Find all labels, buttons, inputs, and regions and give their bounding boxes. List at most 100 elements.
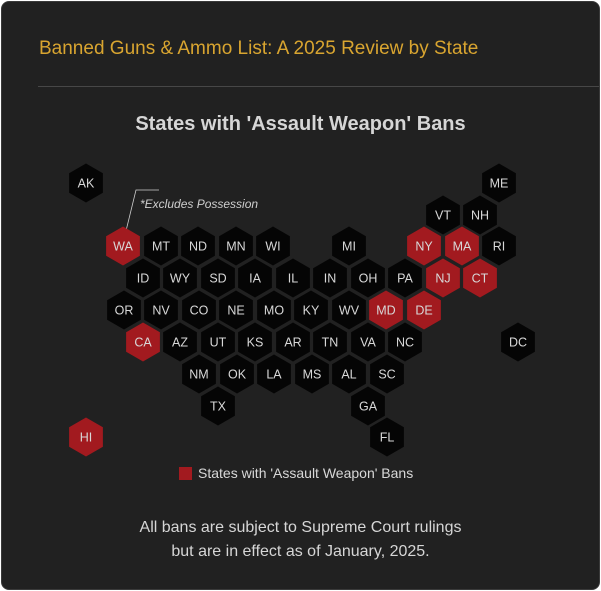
state-label: VT [435,209,451,223]
state-hex [106,226,140,266]
state-label: DE [415,304,432,318]
state-label: TX [210,400,227,414]
state-hex [313,322,347,362]
state-label: NM [189,368,208,382]
state-tile-mt: MT [144,226,178,266]
state-tile-ne: NE [219,290,253,330]
state-tile-mo: MO [257,290,291,330]
state-tile-ms: MS [295,354,329,394]
state-hex [351,322,385,362]
state-label: OH [359,272,378,286]
state-hex [332,226,366,266]
state-hex [388,322,422,362]
state-tile-ak: AK [69,163,103,203]
state-hex [276,258,310,298]
state-hex [182,290,216,330]
footer-note: All bans are subject to Supreme Court ru… [2,516,599,564]
state-hex [220,354,254,394]
legend-swatch [179,466,192,480]
state-hex [107,290,141,330]
state-hex [369,290,403,330]
state-hex [201,258,235,298]
state-hex [445,226,479,266]
state-hex [163,322,197,362]
state-tile-tx: TX [201,386,235,426]
state-label: MO [264,304,284,318]
state-tile-me: ME [482,163,516,203]
footer-line-1: All bans are subject to Supreme Court ru… [139,519,462,536]
state-label: NY [415,240,433,254]
state-hex [219,226,253,266]
state-label: NJ [435,272,450,286]
state-tile-nh: NH [463,195,497,235]
state-label: MD [376,304,395,318]
state-label: CT [472,272,489,286]
state-hex [201,386,235,426]
state-hex [351,386,385,426]
footer-line-2: but are in effect as of January, 2025. [171,543,430,560]
state-label: NE [227,304,244,318]
state-label: IL [288,272,298,286]
state-tile-il: IL [276,258,310,298]
state-hex [69,417,103,457]
state-tile-co: CO [182,290,216,330]
state-label: PA [397,272,413,286]
state-label: RI [493,240,506,254]
state-hex [201,322,235,362]
state-tile-or: OR [107,290,141,330]
state-label: CA [134,336,152,350]
state-tile-ar: AR [276,322,310,362]
state-hex [351,258,385,298]
state-tile-wy: WY [163,258,197,298]
state-tile-hi: HI [69,417,103,457]
state-hex [219,290,253,330]
state-tile-wv: WV [332,290,366,330]
state-tile-oh: OH [351,258,385,298]
state-tile-va: VA [351,322,385,362]
state-hex [126,322,160,362]
state-tile-nv: NV [144,290,178,330]
state-label: MA [453,240,472,254]
state-hex [181,226,215,266]
state-label: ME [490,177,509,191]
state-hex [295,354,329,394]
state-tile-la: LA [257,354,291,394]
annotation-text: *Excludes Possession [140,197,259,211]
state-label: NV [152,304,170,318]
state-hex [388,258,422,298]
state-hex [294,290,328,330]
state-tile-in: IN [313,258,347,298]
state-tile-ct: CT [463,258,497,298]
state-tile-al: AL [332,354,366,394]
state-tile-vt: VT [426,195,460,235]
state-label: WI [265,240,280,254]
state-tile-ga: GA [351,386,385,426]
state-tile-ut: UT [201,322,235,362]
legend: States with 'Assault Weapon' Bans [179,464,413,482]
state-hex [407,290,441,330]
state-label: FL [380,431,395,445]
state-hex [163,258,197,298]
state-label: SC [378,368,395,382]
state-tile-mn: MN [219,226,253,266]
state-hex [407,226,441,266]
state-label: OK [228,368,247,382]
state-hex [257,290,291,330]
state-tile-ks: KS [238,322,272,362]
state-label: DC [509,336,527,350]
state-tile-ky: KY [294,290,328,330]
state-label: MT [152,240,170,254]
callout-line [124,189,159,236]
state-tile-nd: ND [181,226,215,266]
state-tile-wa: WA [106,226,140,266]
state-hex [463,258,497,298]
state-label: AZ [172,336,188,350]
state-label: HI [80,431,93,445]
page-title: Banned Guns & Ammo List: A 2025 Review b… [39,38,479,59]
state-label: OR [115,304,134,318]
header-divider [38,86,599,87]
state-hex [426,195,460,235]
state-label: LA [266,368,282,382]
state-label: ID [137,272,150,286]
map-title: States with 'Assault Weapon' Bans [135,113,466,135]
